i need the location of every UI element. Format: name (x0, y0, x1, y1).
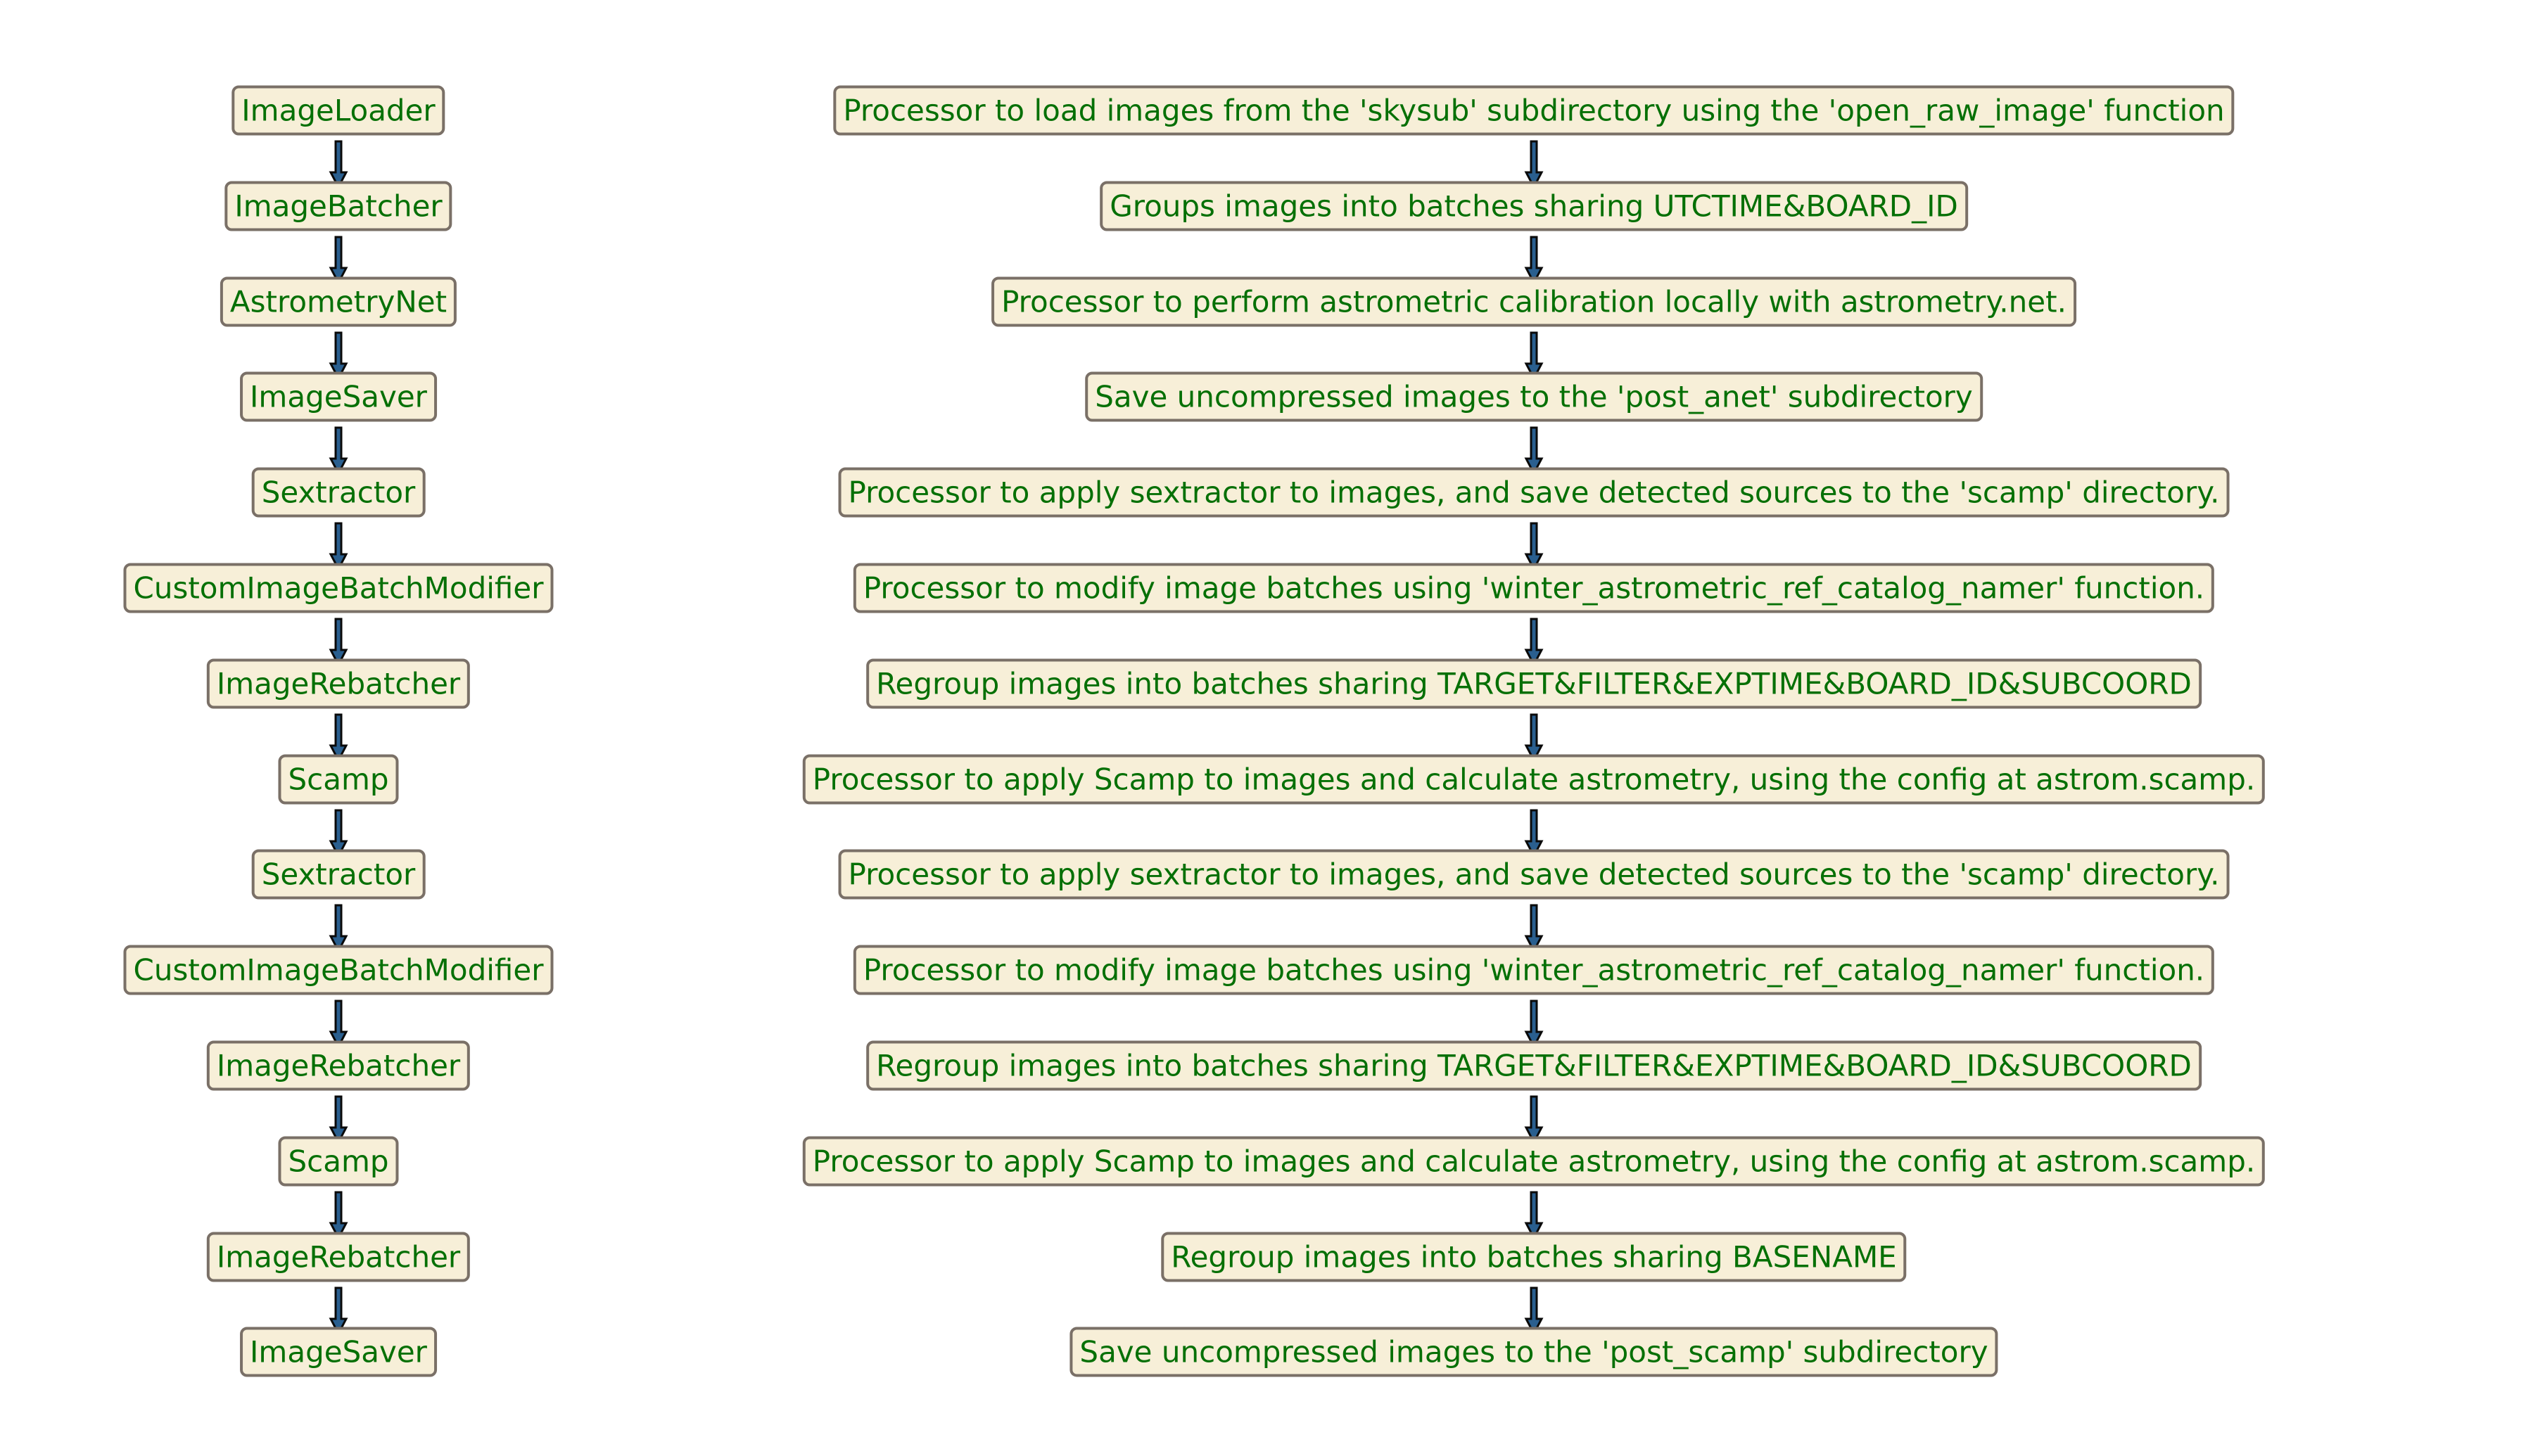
processor-name-node: Scamp (278, 1136, 399, 1187)
processor-name-node: ImageRebatcher (206, 1040, 471, 1091)
arrow-shape (1524, 713, 1544, 762)
processor-description-node: Save uncompressed images to the 'post_sc… (1069, 1327, 1998, 1377)
name-flow-arrow (329, 809, 348, 858)
arrow-shape (1524, 140, 1544, 189)
processor-name-node: Sextractor (251, 467, 426, 518)
processor-name-node: ImageRebatcher (206, 1232, 471, 1282)
processor-description-node: Processor to apply sextractor to images,… (838, 467, 2230, 518)
processor-name-node: CustomImageBatchModifier (123, 563, 554, 613)
arrow-shape (1524, 426, 1544, 476)
processor-description-node: Processor to modify image batches using … (853, 563, 2215, 613)
processor-name-node: CustomImageBatchModifier (123, 945, 554, 995)
processor-name-node: ImageLoader (231, 85, 445, 136)
description-flow-arrow (1524, 1286, 1544, 1336)
arrow-shape (1524, 236, 1544, 285)
name-flow-arrow (329, 331, 348, 381)
name-flow-arrow (329, 426, 348, 476)
name-flow-arrow (329, 522, 348, 572)
description-flow-arrow (1524, 1191, 1544, 1240)
name-flow-arrow (329, 904, 348, 954)
processor-name-node: ImageSaver (240, 1327, 437, 1377)
arrow-shape (1524, 522, 1544, 572)
processor-name-node: Sextractor (251, 849, 426, 900)
name-flow-arrow (329, 236, 348, 285)
description-flow-arrow (1524, 236, 1544, 285)
arrow-shape (1524, 1095, 1544, 1144)
processor-description-node: Processor to load images from the 'skysu… (833, 85, 2235, 136)
processor-name-node: AstrometryNet (220, 276, 457, 327)
description-flow-arrow (1524, 713, 1544, 762)
arrow-shape (329, 904, 348, 954)
processor-description-node: Processor to apply Scamp to images and c… (802, 1136, 2266, 1187)
arrow-shape (1524, 331, 1544, 381)
name-flow-arrow (329, 713, 348, 762)
processor-description-node: Groups images into batches sharing UTCTI… (1100, 181, 1968, 231)
description-flow-arrow (1524, 140, 1544, 189)
description-flow-arrow (1524, 331, 1544, 381)
processor-name-node: Scamp (278, 754, 399, 805)
arrow-shape (1524, 1000, 1544, 1049)
processor-name-node: ImageBatcher (224, 181, 452, 231)
name-flow-arrow (329, 1286, 348, 1336)
arrow-shape (1524, 904, 1544, 954)
description-flow-arrow (1524, 809, 1544, 858)
arrow-shape (329, 1000, 348, 1049)
name-flow-arrow (329, 1191, 348, 1240)
description-flow-arrow (1524, 618, 1544, 667)
processor-name-node: ImageRebatcher (206, 658, 471, 709)
description-flow-arrow (1524, 522, 1544, 572)
arrow-shape (1524, 1191, 1544, 1240)
processor-description-node: Regroup images into batches sharing TARG… (866, 1040, 2202, 1091)
arrow-shape (1524, 809, 1544, 858)
arrow-shape (329, 1095, 348, 1144)
arrow-shape (329, 809, 348, 858)
arrow-shape (329, 522, 348, 572)
arrow-shape (329, 713, 348, 762)
description-flow-arrow (1524, 426, 1544, 476)
processor-description-node: Regroup images into batches sharing BASE… (1161, 1232, 1907, 1282)
arrow-shape (329, 1191, 348, 1240)
processor-description-node: Processor to apply Scamp to images and c… (802, 754, 2266, 805)
processor-description-node: Processor to apply sextractor to images,… (838, 849, 2230, 900)
arrow-shape (1524, 618, 1544, 667)
processor-description-node: Regroup images into batches sharing TARG… (866, 658, 2202, 709)
processor-description-node: Processor to perform astrometric calibra… (991, 276, 2076, 327)
name-flow-arrow (329, 1095, 348, 1144)
name-flow-arrow (329, 618, 348, 667)
arrow-shape (329, 236, 348, 285)
processor-description-node: Processor to modify image batches using … (853, 945, 2215, 995)
arrow-shape (329, 1286, 348, 1336)
arrow-shape (1524, 1286, 1544, 1336)
name-flow-arrow (329, 1000, 348, 1049)
arrow-shape (329, 618, 348, 667)
arrow-shape (329, 331, 348, 381)
description-flow-arrow (1524, 904, 1544, 954)
description-flow-arrow (1524, 1095, 1544, 1144)
processor-description-node: Save uncompressed images to the 'post_an… (1085, 371, 1983, 422)
arrow-shape (329, 140, 348, 189)
description-flow-arrow (1524, 1000, 1544, 1049)
name-flow-arrow (329, 140, 348, 189)
arrow-shape (329, 426, 348, 476)
processor-name-node: ImageSaver (240, 371, 437, 422)
